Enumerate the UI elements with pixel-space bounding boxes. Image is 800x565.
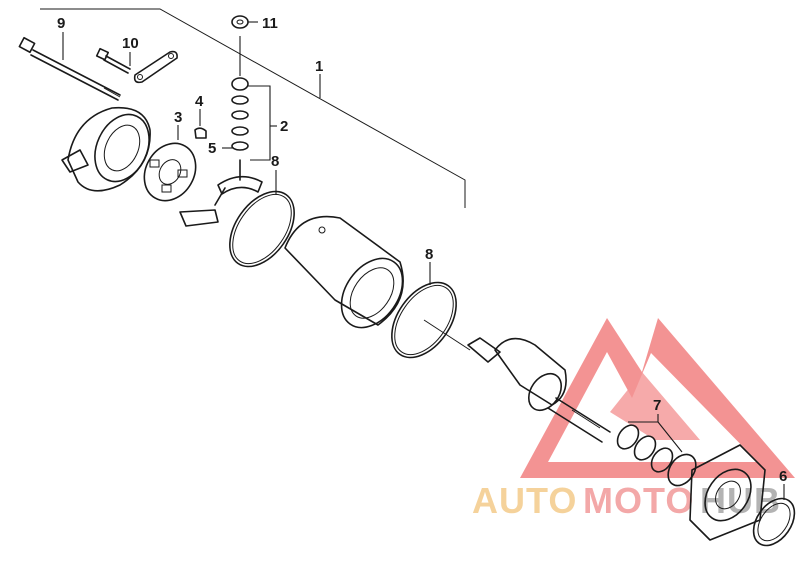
washer-stack-part-2: [231, 77, 249, 151]
watermark-word-auto: AUTO: [472, 480, 577, 521]
terminal-bolt: [179, 159, 263, 227]
o-ring-part-8-upper: [229, 190, 295, 268]
callout-6: 6: [779, 468, 787, 485]
callout-7: 7: [653, 397, 661, 414]
callout-2: 2: [280, 118, 288, 135]
bolt-part-10: [95, 47, 131, 74]
watermark-triangle: [520, 318, 795, 478]
motor-housing: [284, 215, 404, 329]
callout-10: 10: [122, 35, 139, 52]
clip-part-4: [194, 127, 207, 139]
watermark-word-hub: HUB: [700, 480, 781, 521]
callout-3: 3: [174, 109, 182, 126]
leader-lines: [62, 21, 785, 500]
through-bolt-part-9: [18, 36, 121, 101]
callout-1: 1: [315, 58, 323, 75]
armature: [423, 319, 611, 443]
end-cover: [61, 106, 151, 192]
callout-5: 5: [208, 140, 216, 157]
callout-11: 11: [262, 15, 278, 32]
watermark-logo: AUTO MOTO HUB: [472, 318, 795, 521]
callout-8-lower: 8: [425, 246, 433, 263]
callout-8-upper: 8: [271, 153, 279, 170]
o-ring-part-8-lower: [391, 281, 457, 359]
callout-labels: 9 10 11 1 3 4 2 5 8 8 7 6: [57, 15, 787, 485]
callout-9: 9: [57, 15, 65, 32]
shim-set-part-7: [616, 424, 697, 487]
seal-part-6: [752, 497, 796, 547]
watermark-word-moto: MOTO: [583, 480, 694, 521]
callout-4: 4: [195, 93, 204, 110]
assembly-bracket-1: [40, 8, 466, 208]
nut-part-11: [231, 15, 249, 29]
brush-holder-part-3: [143, 142, 197, 202]
bracket-strap: [133, 50, 178, 84]
